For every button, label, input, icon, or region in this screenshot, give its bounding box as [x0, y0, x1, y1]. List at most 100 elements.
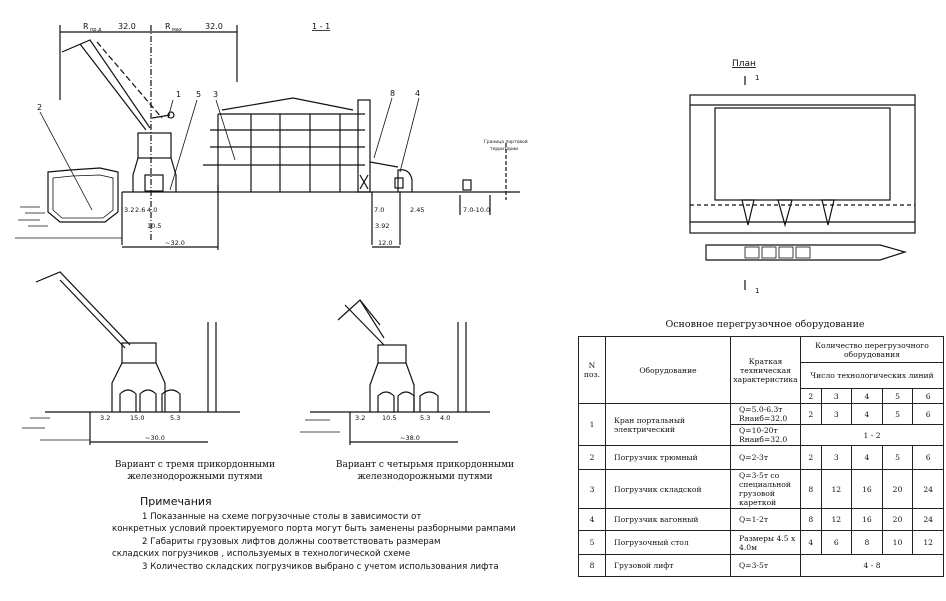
- dim: 7.0: [374, 206, 384, 214]
- cell-char: Q=5.0-6.3т Rнаиб=32.0: [730, 403, 801, 425]
- boundary-label: Граница портовой: [484, 138, 528, 145]
- variant-4-drawing: [300, 299, 490, 445]
- cell-value: 20: [881, 508, 914, 531]
- note-line: 3 Количество складских погрузчиков выбра…: [142, 561, 499, 572]
- header-equipment: Оборудование: [605, 336, 731, 404]
- header-quantity: Количество перегрузочного оборудования: [800, 336, 944, 363]
- cell-range: 1 - 2: [800, 424, 944, 446]
- boundary-label: территории: [490, 147, 518, 152]
- cell-value: 8: [800, 508, 822, 531]
- header-lines: Число технологических линий: [800, 362, 944, 389]
- portal-crane: [61, 39, 177, 192]
- callout-5: 5: [196, 90, 201, 99]
- caption-line: Вариант с тремя прикордонными: [114, 460, 276, 470]
- note-line: складских погрузчиков , используемых в т…: [112, 549, 411, 560]
- cell-value: 4: [851, 445, 883, 470]
- dim: 4.0: [440, 414, 450, 422]
- cell-char: Q=1-2т: [730, 508, 801, 531]
- caption-line: Вариант с четырьмя прикордонными: [335, 460, 515, 470]
- callout-1: 1: [176, 90, 181, 99]
- header-line-count: 5: [881, 388, 914, 404]
- section-title: 1 - 1: [312, 22, 330, 31]
- plan-title: План: [732, 59, 756, 69]
- table-row: 4 Погрузчик вагонный Q=1-2т 8 12 16 20 2…: [578, 508, 944, 531]
- cell-value: 8: [800, 469, 822, 509]
- callout-8: 8: [390, 89, 395, 98]
- dim: 10.5: [147, 222, 161, 230]
- plan-view: [689, 76, 916, 290]
- cell-value: 6: [820, 530, 853, 555]
- dim: ~38.0: [400, 434, 420, 442]
- dim: 3.2: [124, 206, 134, 214]
- cell-name: Погрузчик трюмный: [605, 445, 731, 470]
- callout-2: 2: [37, 103, 42, 112]
- cell-name: Погрузчик складской: [605, 469, 731, 509]
- cell-char: Q=2-3т: [730, 445, 801, 470]
- cell-pos: 5: [578, 530, 606, 555]
- table-row: 8 Грузовой лифт Q=3-5т 4 - 8: [578, 554, 944, 577]
- cell-value: 16: [851, 469, 883, 509]
- variant-4-caption: Вариант с четырьмя прикордонными железно…: [320, 459, 530, 483]
- table-title: Основное перегрузочное оборудование: [665, 319, 865, 330]
- cut-mark-top: 1: [755, 74, 759, 82]
- radius-left-symbol: R: [83, 22, 89, 31]
- table-row: 3 Погрузчик складской Q=3-5т со специаль…: [578, 469, 944, 509]
- note-line: 2 Габариты грузовых лифтов должны соотве…: [142, 536, 441, 547]
- dim: 3.2: [100, 414, 110, 422]
- cell-char: Размеры 4.5 x 4.0м: [730, 530, 801, 555]
- cell-value: 2: [800, 445, 822, 470]
- dim: 12.0: [378, 239, 392, 247]
- radius-left-value: 32.0: [118, 22, 136, 31]
- header-characteristic: Краткая техническая характеристика: [730, 336, 801, 404]
- cell-value: 12: [820, 508, 853, 531]
- header-line-count: 2: [800, 388, 822, 404]
- header-pos: N поз.: [578, 336, 606, 404]
- cell-value: 6: [912, 445, 944, 470]
- cell-value: 3: [820, 445, 853, 470]
- cell-pos: 1: [578, 403, 606, 446]
- caption-line: железнодорожными путями: [127, 472, 263, 482]
- cell-pos: 3: [578, 469, 606, 509]
- cell-char: Q=3-5т со специальной грузовой кареткой: [730, 469, 801, 509]
- cell-value: 16: [851, 508, 883, 531]
- cell-value: 5: [881, 403, 914, 425]
- dim: 2.45: [410, 206, 424, 214]
- table-row: 2 Погрузчик трюмный Q=2-3т 2 3 4 5 6: [578, 445, 944, 470]
- section-1-1: [15, 25, 520, 250]
- radius-right-sub: мах: [172, 27, 182, 33]
- dim: 15.0: [130, 414, 144, 422]
- table-row: Q=10-20т Rнаиб=32.0 1 - 2: [579, 424, 944, 446]
- callout-3: 3: [213, 90, 218, 99]
- cell-name: Погрузочный стол: [605, 530, 731, 555]
- cell-value: 12: [820, 469, 853, 509]
- radius-right-value: 32.0: [205, 22, 223, 31]
- cell-value: 8: [851, 530, 883, 555]
- dim: 7.0-10.0: [463, 206, 490, 214]
- radius-right-symbol: R: [165, 22, 171, 31]
- dim: ~30.0: [145, 434, 165, 442]
- dim: 5.3: [170, 414, 180, 422]
- dim: 5.3: [420, 414, 430, 422]
- cell-value: 6: [912, 403, 944, 425]
- cell-range: 4 - 8: [800, 554, 944, 577]
- notes: Примечания 1 Показанные на схеме погрузо…: [112, 495, 516, 574]
- cell-value: 4: [851, 403, 883, 425]
- radius-left-sub: пр.д: [90, 27, 102, 33]
- dim: ~32.0: [165, 239, 185, 247]
- dim: 3.92: [375, 222, 389, 230]
- cell-char: Q=10-20т Rнаиб=32.0: [730, 424, 801, 446]
- variant-3-caption: Вариант с тремя прикордонными железнодор…: [90, 459, 300, 483]
- cell-value: 3: [820, 403, 853, 425]
- vessel: [705, 244, 908, 261]
- table-row: 5 Погрузочный стол Размеры 4.5 x 4.0м 4 …: [578, 530, 944, 555]
- caption-line: железнодорожными путями: [357, 472, 493, 482]
- dim: 4.0: [147, 206, 157, 214]
- cell-pos: 8: [578, 554, 606, 577]
- note-line: конкретных условий проектируемого порта …: [112, 524, 516, 535]
- warehouse: [203, 97, 371, 193]
- cell-value: 20: [881, 469, 914, 509]
- header-line-count: 6: [912, 388, 944, 404]
- cell-pos: 2: [578, 445, 606, 470]
- header-line-count: 3: [820, 388, 853, 404]
- cell-value: 12: [912, 530, 944, 555]
